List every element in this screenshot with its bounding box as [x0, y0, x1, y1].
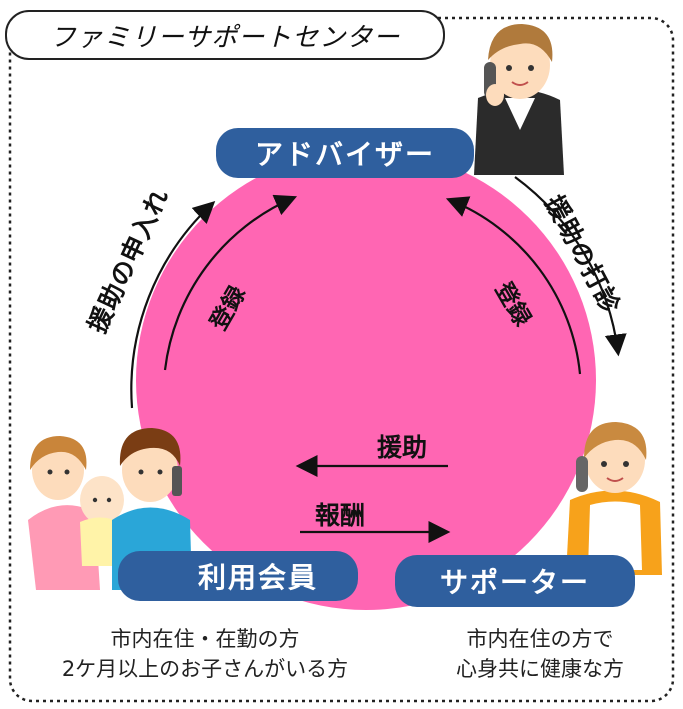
supporter-caption: 市内在住の方で 心身共に健康な方 [420, 624, 660, 684]
advisor-illustration [474, 24, 564, 175]
member-caption-line2: 2ケ月以上のお子さんがいる方 [61, 657, 349, 681]
member-caption-line1: 市内在住・在勤の方 [110, 627, 300, 651]
arrow-register-supporter [445, 196, 582, 375]
arrow-offer-support [514, 176, 627, 357]
arrow-request-support [130, 200, 216, 409]
supporter-illustration [566, 422, 662, 575]
supporter-node: サポーター [395, 555, 635, 607]
member-node: 利用会員 [118, 551, 358, 601]
member-caption: 市内在住・在勤の方 2ケ月以上のお子さんがいる方 [20, 624, 390, 684]
title-text: ファミリーサポートセンター [49, 22, 401, 53]
center-circle [136, 150, 596, 610]
advisor-node: アドバイザー [216, 128, 474, 178]
supporter-caption-line1: 市内在住の方で [466, 627, 614, 651]
arrow-register-member [163, 194, 298, 371]
title-box: ファミリーサポートセンター [5, 10, 445, 60]
label-reward: 報酬 [314, 501, 365, 530]
supporter-caption-line2: 心身共に健康な方 [456, 657, 624, 681]
label-support: 援助 [376, 433, 427, 462]
